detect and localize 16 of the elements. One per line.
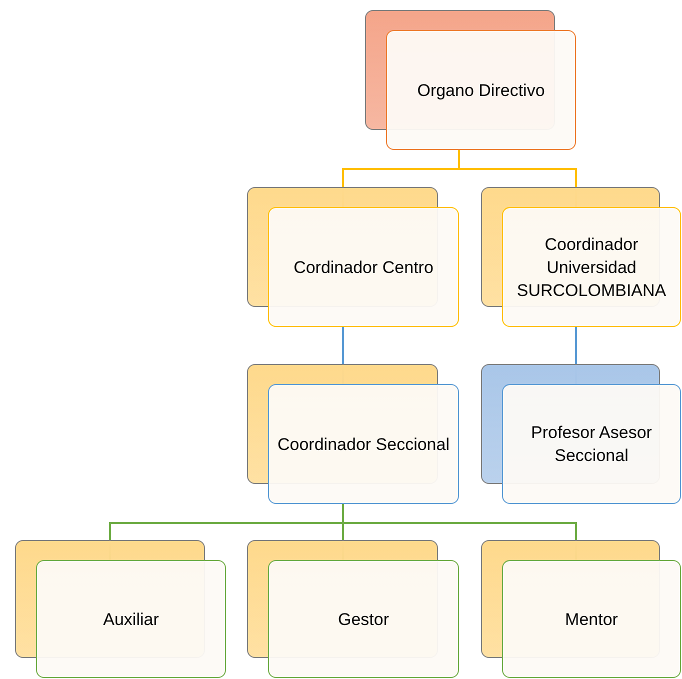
role-label: Coordinador Seccional xyxy=(278,434,450,456)
org-box xyxy=(502,207,681,327)
org-box xyxy=(386,30,576,150)
role-label: Organo Directivo xyxy=(417,80,545,102)
org-box xyxy=(268,207,459,327)
role-label: Coordinador Universidad SURCOLOMBIANA xyxy=(516,234,668,302)
org-box xyxy=(502,560,681,678)
role-label: Gestor xyxy=(338,608,390,630)
role-label: Profesor Asesor Seccional xyxy=(530,422,653,467)
org-box xyxy=(268,384,459,504)
role-label: Cordinador Centro xyxy=(294,256,434,278)
org-box xyxy=(502,384,681,504)
role-label: Mentor xyxy=(565,608,618,630)
org-box xyxy=(36,560,226,678)
role-label: Auxiliar xyxy=(103,608,159,630)
org-box xyxy=(268,560,459,678)
